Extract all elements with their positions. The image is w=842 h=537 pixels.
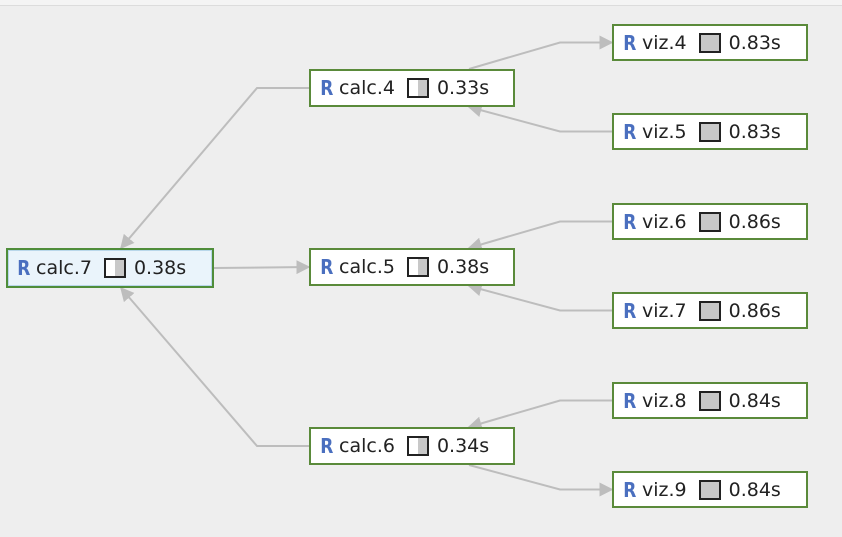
r-icon: R	[623, 209, 637, 234]
node-label: viz.4	[642, 31, 687, 54]
node-calc-7[interactable]: R calc.7 0.38s	[6, 248, 214, 288]
node-time: 0.83s	[728, 120, 781, 143]
r-icon: R	[623, 30, 637, 55]
timing-square-icon	[406, 436, 429, 456]
node-time: 0.38s	[436, 256, 490, 278]
node-time: 0.86s	[728, 299, 781, 322]
timing-square-icon	[698, 121, 721, 142]
r-icon: R	[623, 298, 637, 323]
edge-calc4-to-calc7	[120, 87, 309, 250]
r-icon: R	[623, 388, 637, 413]
node-viz-9[interactable]: R viz.9 0.84s	[612, 471, 808, 508]
node-label: calc.7	[36, 257, 92, 279]
node-calc-6[interactable]: R calc.6 0.34s	[309, 427, 515, 465]
node-time: 0.38s	[133, 257, 187, 279]
edge-calc6-to-viz9	[468, 464, 614, 497]
node-viz-8[interactable]: R viz.8 0.84s	[612, 382, 808, 419]
r-icon: R	[320, 255, 334, 279]
node-time: 0.86s	[728, 210, 781, 233]
top-border	[0, 0, 842, 6]
r-icon: R	[623, 477, 637, 502]
edge-calc4-to-viz4	[468, 35, 614, 70]
node-label: viz.5	[642, 120, 687, 143]
node-label: viz.6	[642, 210, 687, 233]
node-label: calc.4	[339, 77, 395, 99]
timing-square-icon	[698, 211, 721, 232]
edge-viz8-to-calc6	[467, 399, 612, 431]
node-time: 0.84s	[728, 478, 781, 501]
node-viz-5[interactable]: R viz.5 0.83s	[612, 113, 808, 150]
node-time: 0.34s	[436, 435, 490, 457]
node-time: 0.83s	[728, 31, 781, 54]
timing-square-icon	[698, 32, 721, 53]
node-label: viz.9	[642, 478, 687, 501]
node-viz-4[interactable]: R viz.4 0.83s	[612, 24, 808, 61]
r-icon: R	[320, 76, 334, 100]
node-label: viz.8	[642, 389, 687, 412]
node-viz-6[interactable]: R viz.6 0.86s	[612, 203, 808, 240]
edge-viz5-to-calc4	[467, 103, 612, 133]
node-viz-7[interactable]: R viz.7 0.86s	[612, 292, 808, 329]
edge-calc7-to-calc5	[213, 260, 311, 275]
node-label: viz.7	[642, 299, 687, 322]
timing-square-icon	[103, 258, 126, 278]
node-calc-4[interactable]: R calc.4 0.33s	[309, 69, 515, 107]
edge-calc6-to-calc7	[120, 286, 309, 447]
timing-square-icon	[406, 257, 429, 277]
timing-square-icon	[698, 390, 721, 411]
edge-viz6-to-calc5	[467, 220, 612, 252]
r-icon: R	[623, 119, 637, 144]
timing-square-icon	[406, 78, 429, 98]
timing-square-icon	[698, 479, 721, 500]
node-label: calc.6	[339, 435, 395, 457]
r-icon: R	[17, 256, 31, 280]
edge-viz7-to-calc5	[467, 282, 612, 312]
timing-square-icon	[698, 300, 721, 321]
r-icon: R	[320, 434, 334, 458]
node-time: 0.33s	[436, 77, 490, 99]
node-label: calc.5	[339, 256, 395, 278]
node-calc-5[interactable]: R calc.5 0.38s	[309, 248, 515, 286]
node-time: 0.84s	[728, 389, 781, 412]
